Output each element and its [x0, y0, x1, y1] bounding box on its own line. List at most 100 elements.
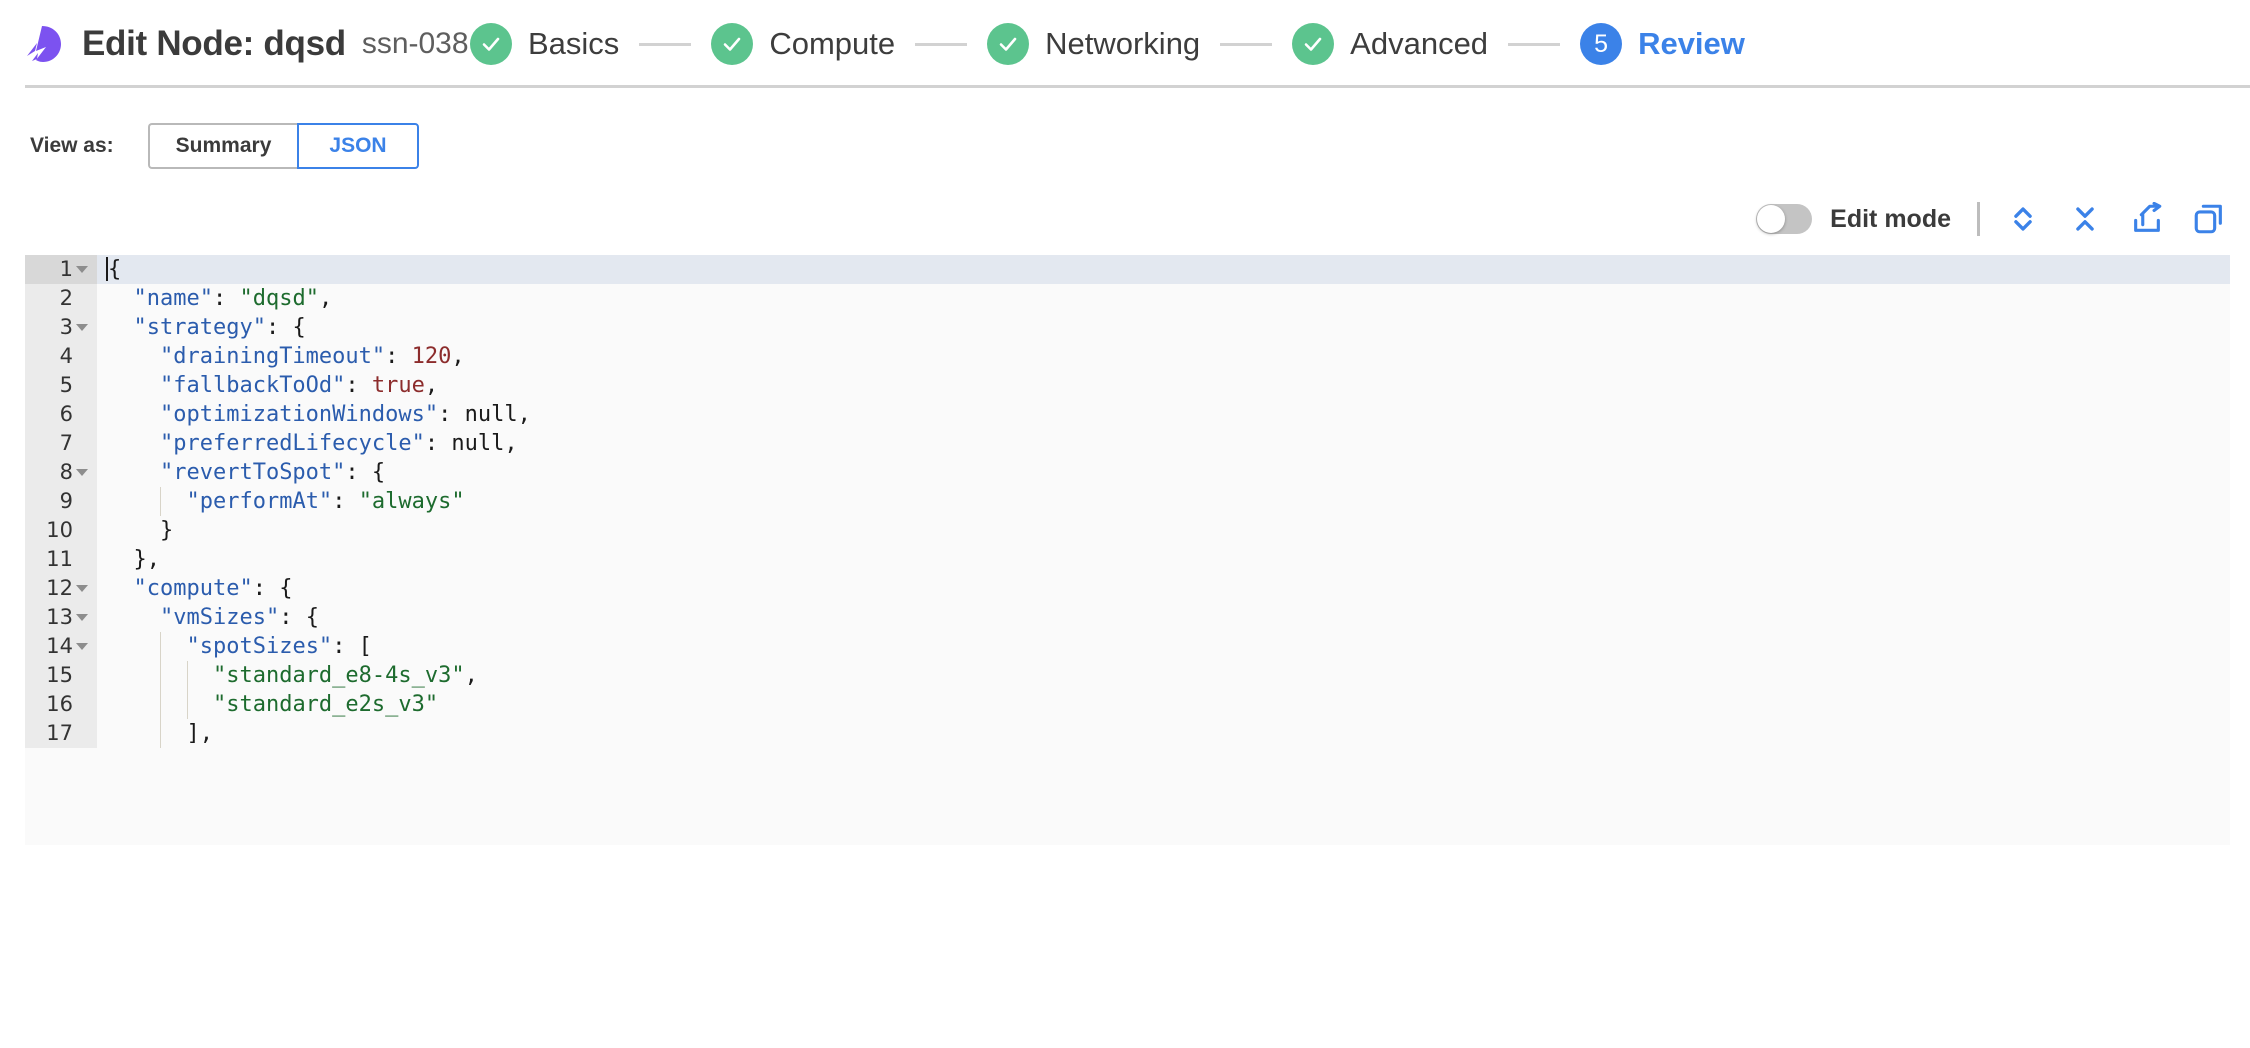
step-review[interactable]: 5 Review	[1580, 23, 1745, 65]
line-gutter: 2	[25, 284, 97, 313]
view-as-summary-button[interactable]: Summary	[147, 123, 298, 169]
code-line[interactable]: 4 "drainingTimeout": 120,	[25, 342, 2230, 371]
code-line[interactable]: 16 "standard_e2s_v3"	[25, 690, 2230, 719]
line-gutter: 15	[25, 661, 97, 690]
line-number: 8	[59, 460, 73, 484]
step-connector	[1508, 42, 1561, 46]
code-line[interactable]: 5 "fallbackToOd": true,	[25, 371, 2230, 400]
code-token: "dqsd"	[239, 286, 319, 311]
code-line[interactable]: 9 "performAt": "always"	[25, 487, 2230, 516]
code-token: : {	[252, 576, 293, 601]
editor-toolbar: Edit mode	[0, 195, 2250, 243]
collapse-all-icon[interactable]	[2068, 202, 2102, 236]
code-token: "always"	[358, 489, 465, 514]
view-as-json-button[interactable]: JSON	[297, 123, 419, 169]
step-networking[interactable]: Networking	[987, 23, 1200, 65]
indent-guide	[160, 690, 161, 719]
step-review-number: 5	[1594, 29, 1609, 58]
code-line[interactable]: 15 "standard_e8-4s_v3",	[25, 661, 2230, 690]
line-gutter: 16	[25, 690, 97, 719]
code-token: ,	[424, 373, 439, 398]
fold-toggle-icon[interactable]	[73, 324, 91, 331]
code-token: null	[451, 431, 505, 456]
wizard-stepper: Basics Compute Networking	[470, 0, 1745, 88]
code-line-text: "name": "dqsd",	[97, 284, 2230, 313]
line-gutter: 17	[25, 719, 97, 748]
fold-toggle-icon[interactable]	[73, 614, 91, 621]
copy-icon[interactable]	[2192, 202, 2226, 236]
code-token: null	[464, 402, 518, 427]
code-token: "preferredLifecycle"	[159, 431, 425, 456]
indent-guide	[186, 690, 188, 719]
line-number: 6	[59, 402, 73, 426]
step-compute[interactable]: Compute	[711, 23, 895, 65]
view-as-segmented-control[interactable]: Summary JSON	[147, 123, 419, 169]
edit-mode-toggle[interactable]	[1756, 204, 1813, 234]
code-line[interactable]: 10 }	[25, 516, 2230, 545]
fold-toggle-icon[interactable]	[73, 469, 91, 476]
fold-toggle-icon[interactable]	[73, 585, 91, 592]
code-token: : [	[332, 634, 372, 659]
code-line[interactable]: 1{	[25, 255, 2230, 284]
code-token: ,	[318, 286, 333, 311]
code-line-text: "standard_e2s_v3"	[97, 690, 2230, 719]
code-line[interactable]: 12 "compute": {	[25, 574, 2230, 603]
line-number: 10	[46, 518, 73, 542]
code-line[interactable]: 6 "optimizationWindows": null,	[25, 400, 2230, 429]
code-token: :	[438, 402, 465, 427]
code-line-text: }	[97, 516, 2230, 545]
code-line-text: "drainingTimeout": 120,	[97, 342, 2230, 371]
code-line[interactable]: 14 "spotSizes": [	[25, 632, 2230, 661]
step-basics[interactable]: Basics	[470, 23, 619, 65]
line-gutter: 10	[25, 516, 97, 545]
line-gutter: 8	[25, 458, 97, 487]
chevron-down-icon	[76, 469, 88, 476]
code-line[interactable]: 11 },	[25, 545, 2230, 574]
indent-guide	[186, 661, 188, 690]
indent-guide	[160, 719, 161, 748]
line-gutter: 5	[25, 371, 97, 400]
step-advanced[interactable]: Advanced	[1292, 23, 1488, 65]
step-basics-label: Basics	[528, 26, 620, 61]
view-as-label: View as:	[30, 134, 114, 157]
code-line[interactable]: 7 "preferredLifecycle": null,	[25, 429, 2230, 458]
code-token: true	[371, 373, 425, 398]
check-icon	[724, 37, 741, 51]
code-line[interactable]: 8 "revertToSpot": {	[25, 458, 2230, 487]
line-gutter: 9	[25, 487, 97, 516]
line-number: 9	[59, 489, 73, 513]
line-gutter: 13	[25, 603, 97, 632]
step-connector	[1220, 42, 1273, 46]
code-token: "vmSizes"	[159, 605, 280, 630]
code-token: "optimizationWindows"	[159, 402, 439, 427]
code-token: : {	[265, 315, 306, 340]
line-gutter: 4	[25, 342, 97, 371]
code-line[interactable]: 3 "strategy": {	[25, 313, 2230, 342]
line-gutter: 14	[25, 632, 97, 661]
chevron-down-icon	[76, 614, 88, 621]
line-number: 11	[46, 547, 73, 571]
code-token: "name"	[133, 286, 213, 311]
edit-mode-label: Edit mode	[1830, 204, 1951, 233]
json-editor[interactable]: 1{2 "name": "dqsd",3 "strategy": {4 "dra…	[25, 255, 2230, 845]
fold-toggle-icon[interactable]	[73, 266, 91, 273]
code-line-text: "preferredLifecycle": null,	[97, 429, 2230, 458]
code-line[interactable]: 2 "name": "dqsd",	[25, 284, 2230, 313]
expand-all-icon[interactable]	[2006, 202, 2040, 236]
code-line[interactable]: 13 "vmSizes": {	[25, 603, 2230, 632]
step-advanced-badge	[1292, 23, 1335, 65]
text-cursor	[106, 257, 108, 281]
line-gutter: 3	[25, 313, 97, 342]
code-token: : {	[279, 605, 319, 630]
code-token: "spotSizes"	[186, 634, 333, 659]
code-token: ,	[504, 431, 518, 456]
code-line-text: "spotSizes": [	[97, 632, 2230, 661]
fold-toggle-icon[interactable]	[73, 643, 91, 650]
line-number: 14	[46, 634, 73, 658]
code-token: },	[133, 547, 161, 572]
code-line[interactable]: 17 ],	[25, 719, 2230, 748]
code-line-text: "vmSizes": {	[97, 603, 2230, 632]
line-number: 1	[59, 257, 73, 281]
line-number: 12	[46, 576, 73, 600]
export-icon[interactable]	[2130, 202, 2164, 236]
